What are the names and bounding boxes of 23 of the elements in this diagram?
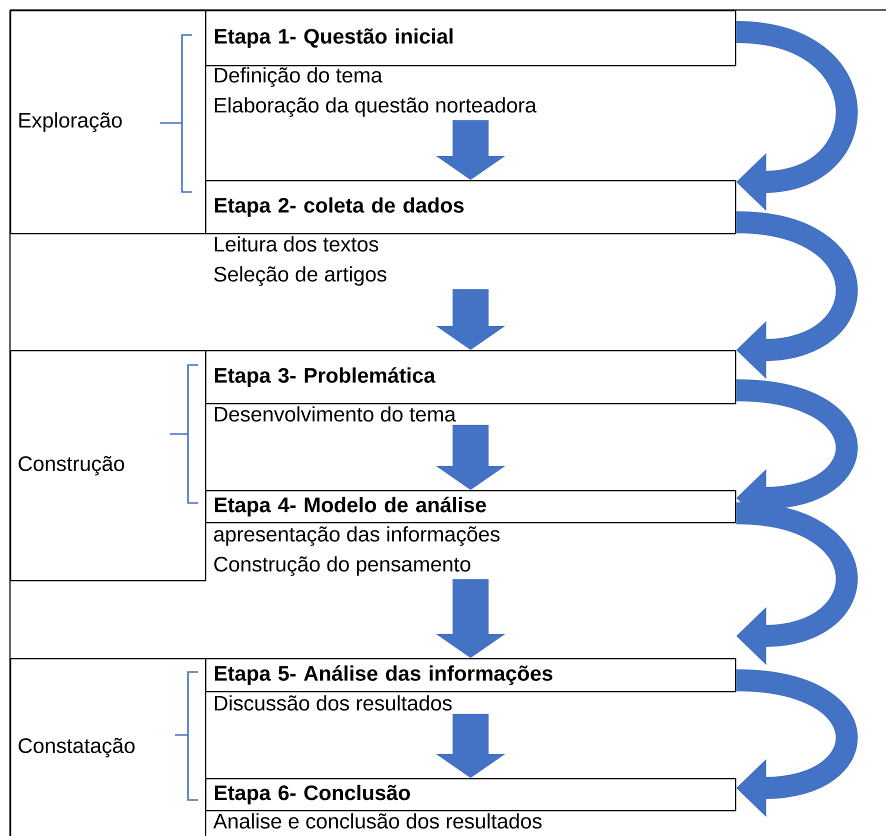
body-text: Leitura dos textos xyxy=(214,236,378,252)
phase-cell: Exploração xyxy=(10,10,206,234)
phase-cell: Construção xyxy=(10,350,206,582)
curved-arrow xyxy=(736,669,858,817)
body-text: Discussão dos resultados xyxy=(214,695,452,711)
curved-arrow xyxy=(735,21,858,211)
body-text: apresentação das informações xyxy=(214,526,500,546)
stage-box: Etapa 2- coleta de dados xyxy=(205,180,736,234)
curved-arrow xyxy=(735,502,858,665)
stage-box: Etapa 1- Questão inicial xyxy=(205,10,736,66)
stage-box: Etapa 6- Conclusão xyxy=(205,778,736,812)
stage-box: Etapa 5- Análise das informações xyxy=(205,658,736,692)
body-text: Desenvolvimento do tema xyxy=(214,406,456,422)
body-text: Seleção de artigos xyxy=(214,266,386,286)
body-text: Construção do pensamento xyxy=(214,556,470,576)
stage-box: Etapa 3- Problemática xyxy=(205,350,736,404)
body-text: Definição do tema xyxy=(214,67,382,87)
body-text: Analise e conclusão dos resultados xyxy=(213,813,542,829)
stage-box: Etapa 4- Modelo de análise xyxy=(205,490,736,524)
curved-arrow xyxy=(736,379,858,527)
body-text: Elaboração da questão norteadora xyxy=(214,97,537,117)
curved-arrow xyxy=(735,211,858,379)
phase-cell: Constatação xyxy=(10,658,206,836)
